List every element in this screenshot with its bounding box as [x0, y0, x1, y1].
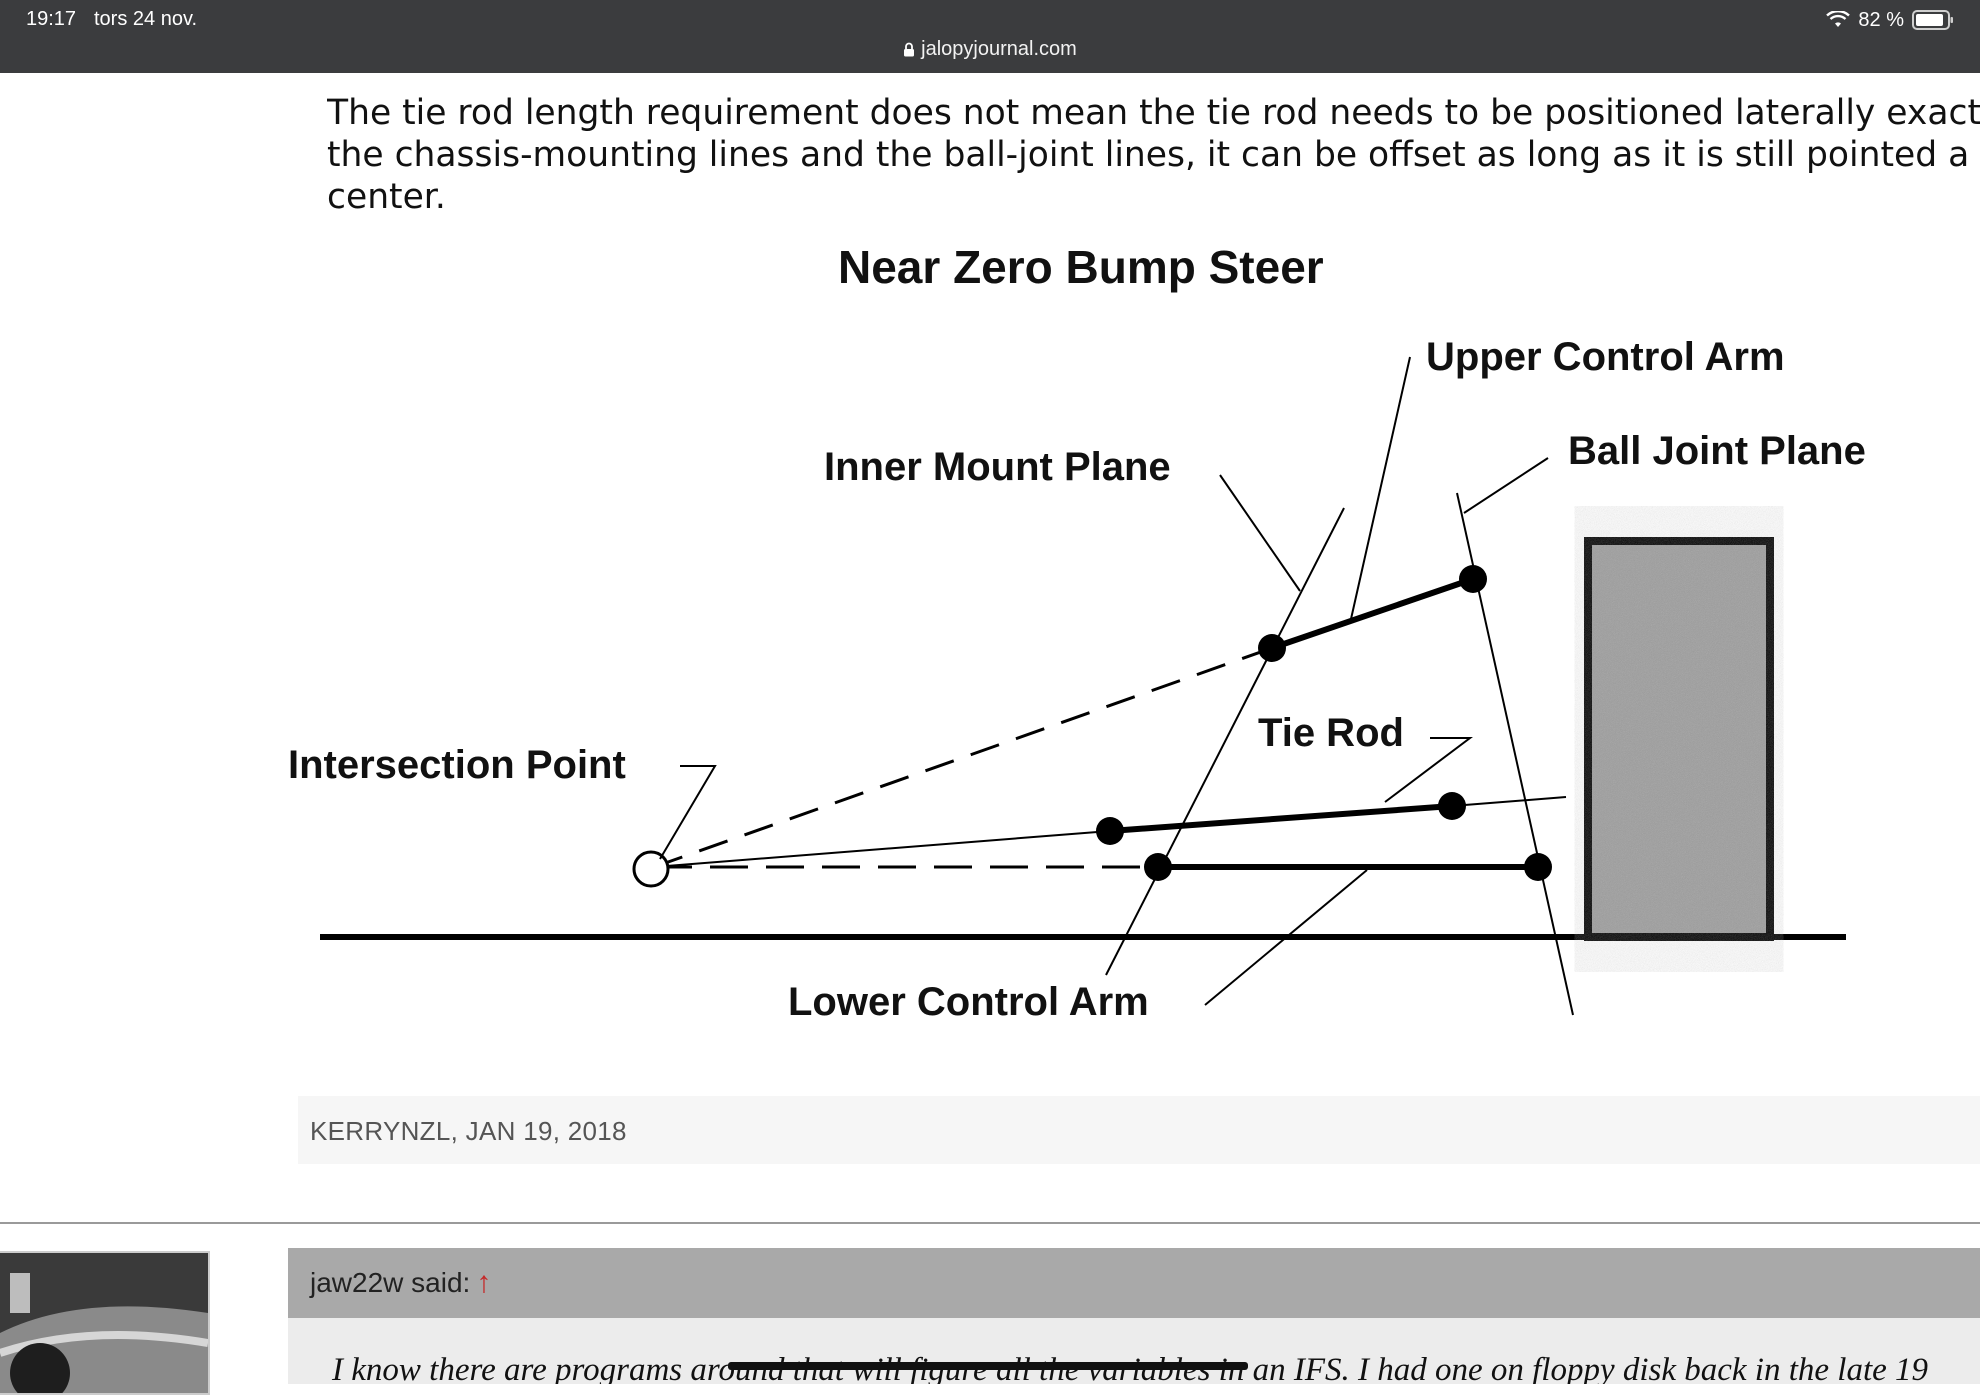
paragraph-line: the chassis-mounting lines and the ball-… [327, 135, 1970, 175]
label-upper-control-arm: Upper Control Arm [1426, 335, 1785, 379]
status-indicators: 82 % [1826, 6, 1954, 34]
label-tie-rod: Tie Rod [1258, 711, 1404, 755]
intersection-point-marker [632, 850, 670, 888]
lower-inner-joint [1144, 853, 1172, 881]
inner-mount-plane-line [1105, 507, 1345, 976]
avatar[interactable] [0, 1251, 210, 1395]
tie-rod [1109, 803, 1453, 834]
quote-author[interactable]: jaw22w said:↑ [310, 1266, 491, 1300]
paragraph-line: center. [327, 177, 446, 217]
leader-upper-control-arm [1350, 356, 1411, 620]
diagram-drawing [320, 356, 1846, 1016]
wifi-icon [1826, 11, 1851, 27]
quote-author-label: jaw22w said: [310, 1267, 471, 1298]
upper-control-arm [1271, 576, 1474, 651]
battery-icon [1912, 10, 1953, 30]
label-lower-control-arm: Lower Control Arm [788, 980, 1149, 1024]
leader-intersection-point [659, 765, 717, 860]
label-inner-mount-plane: Inner Mount Plane [824, 445, 1171, 489]
paragraph-line: The tie rod length requirement does not … [327, 93, 1980, 133]
battery-percent: 82 % [1858, 8, 1904, 31]
quote-header: jaw22w said:↑ [288, 1248, 1980, 1318]
post-meta-bar: KERRYNZL, JAN 19, 2018 [298, 1096, 1980, 1164]
lock-icon [903, 40, 915, 63]
clock-date: tors 24 nov. [94, 8, 198, 30]
leader-ball-joint-plane [1463, 457, 1549, 514]
post-divider [0, 1222, 1980, 1224]
wheel-block [1584, 537, 1774, 941]
upper-ball-joint [1459, 565, 1487, 593]
leader-inner-mount-plane [1219, 474, 1301, 592]
post-author-date[interactable]: KERRYNZL, JAN 19, 2018 [310, 1116, 627, 1146]
label-ball-joint-plane: Ball Joint Plane [1568, 429, 1866, 473]
jump-to-quote-arrow-icon[interactable]: ↑ [476, 1266, 492, 1299]
upper-projection-dashed [653, 646, 1273, 869]
bump-steer-diagram: Near Zero Bump Steer Upper Control Arm B… [270, 225, 1980, 1055]
address-bar[interactable]: jalopyjournal.com [0, 38, 1980, 63]
lower-ball-joint [1524, 853, 1552, 881]
article-paragraph: The tie rod length requirement does not … [327, 92, 1980, 222]
clock-time: 19:17 [26, 8, 77, 30]
leader-lower-control-arm [1204, 869, 1368, 1006]
browser-status-bar: 19:17 tors 24 nov. 82 % jalopyjournal.co… [0, 0, 1980, 73]
tie-rod-inner-joint [1096, 817, 1124, 845]
label-intersection-point: Intersection Point [288, 743, 626, 787]
upper-inner-joint [1258, 634, 1286, 662]
tierod-projection-line [653, 830, 1111, 868]
quote-body: I know there are programs around that wi… [288, 1318, 1980, 1384]
diagram-title: Near Zero Bump Steer [838, 241, 1324, 293]
leader-tie-rod [1384, 737, 1473, 803]
text-selection-bar [728, 1362, 1248, 1370]
tie-rod-outer-joint [1438, 792, 1466, 820]
url-text: jalopyjournal.com [921, 38, 1077, 60]
tie-rod-extension [1451, 796, 1567, 807]
